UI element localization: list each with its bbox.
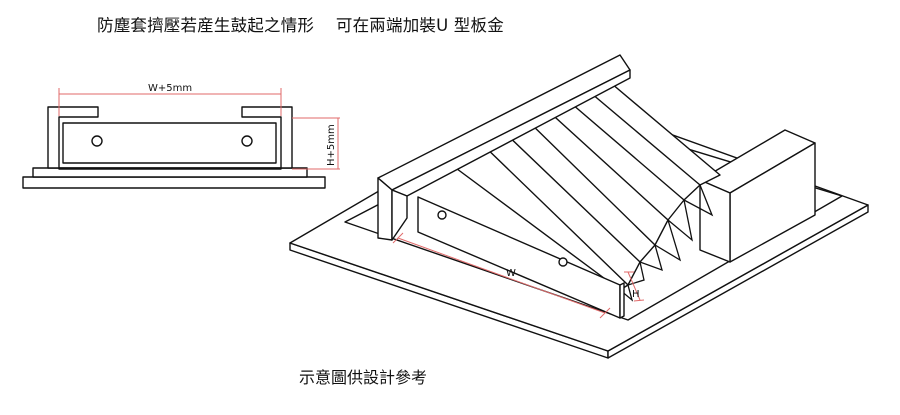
isometric-view: W H xyxy=(289,54,869,359)
height-dimension-label: H+5mm xyxy=(326,124,337,166)
width-dimension-label: W+5mm xyxy=(148,83,192,94)
cross-section: W+5mm H+5mm xyxy=(22,83,340,189)
heading: 防塵套擠壓若産生鼓起之情形 可在兩端加裝U 型板金 xyxy=(97,12,504,36)
bolt-hole xyxy=(91,135,103,147)
height-label: H xyxy=(632,289,640,300)
heading-right: 可在兩端加裝U 型板金 xyxy=(335,16,504,35)
bellows-pleats xyxy=(444,77,721,302)
u-channel-section xyxy=(47,106,293,170)
width-label: W xyxy=(506,268,516,279)
bolt-hole xyxy=(558,257,568,267)
heading-left: 防塵套擠壓若産生鼓起之情形 xyxy=(97,16,315,35)
bolt-hole xyxy=(241,135,253,147)
caption: 示意圖供設計參考 xyxy=(299,368,428,387)
bolt-hole xyxy=(437,210,447,220)
base-plate-section xyxy=(22,176,326,189)
